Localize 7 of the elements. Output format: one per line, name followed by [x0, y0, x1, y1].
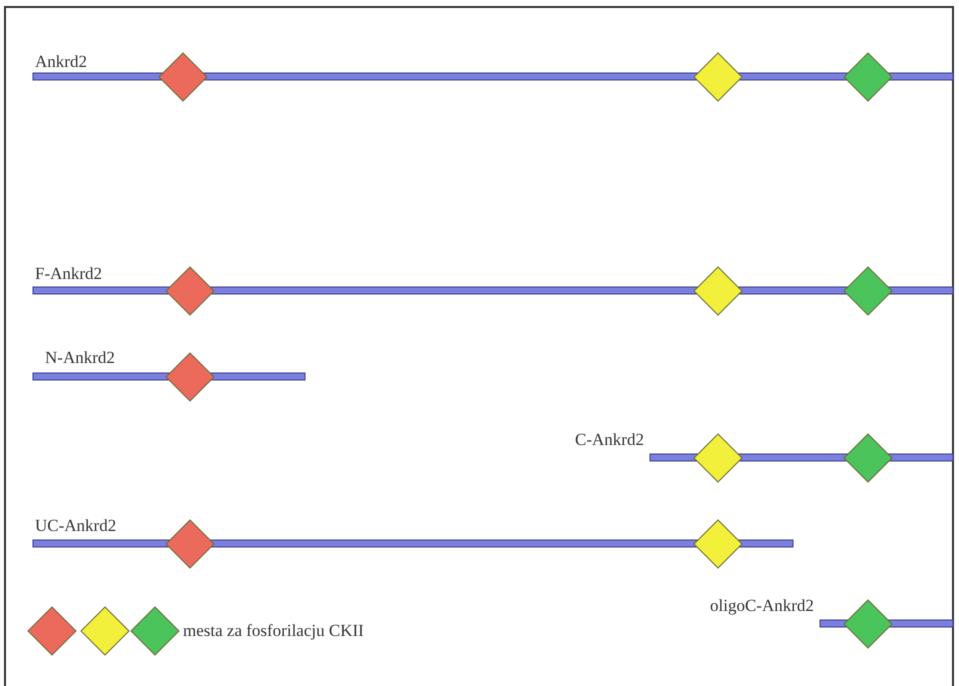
construct-label: Ankrd2: [35, 52, 87, 72]
construct-label: C-Ankrd2: [575, 430, 644, 450]
construct-label: oligoC-Ankrd2: [710, 596, 814, 616]
legend-text: mesta za fosforilacju CKII: [183, 621, 364, 641]
construct-label: F-Ankrd2: [35, 264, 102, 284]
construct-label: N-Ankrd2: [45, 348, 115, 368]
construct-label: UC-Ankrd2: [35, 516, 116, 536]
